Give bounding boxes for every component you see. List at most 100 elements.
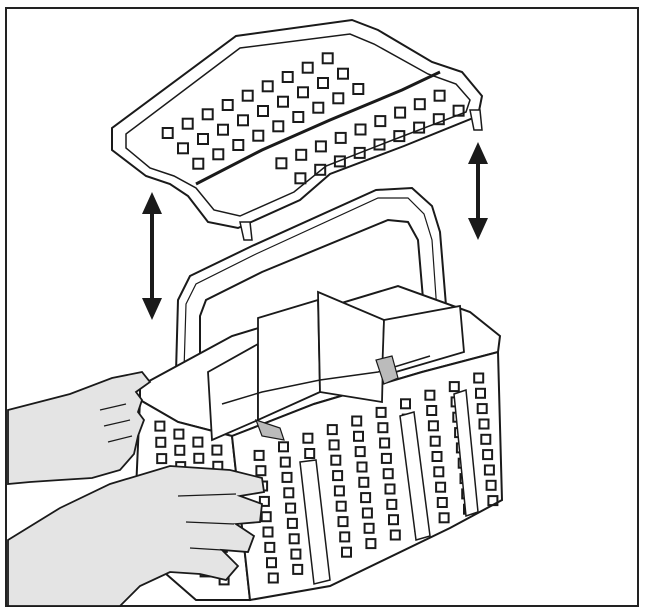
grid-hole (262, 526, 274, 538)
frame-border (5, 7, 639, 607)
lid-clip-right (469, 109, 483, 131)
grid-hole (337, 516, 349, 528)
grid-hole (253, 449, 265, 461)
grid-hole (429, 435, 441, 447)
grid-hole (241, 89, 254, 102)
grid-hole (252, 129, 265, 142)
grid-hole (436, 497, 448, 508)
grid-hole (356, 461, 368, 473)
basket-rib (453, 388, 479, 518)
grid-hole (174, 444, 186, 456)
grid-hole (281, 471, 293, 483)
grid-hole (312, 101, 325, 114)
grid-hole (388, 514, 399, 526)
grid-hole (394, 106, 407, 119)
grid-hole (258, 495, 270, 507)
grid-hole (260, 511, 272, 523)
grid-hole (201, 108, 214, 121)
grid-hole (361, 507, 373, 519)
grid-hole (448, 381, 460, 393)
grid-hole (374, 115, 387, 128)
grid-hole (257, 105, 269, 117)
grid-hole (393, 130, 406, 143)
grid-hole (334, 131, 347, 144)
grid-hole (365, 538, 377, 550)
grid-hole (221, 99, 234, 111)
grid-hole (360, 492, 372, 504)
grid-hole (438, 512, 450, 524)
grid-hole (297, 86, 309, 99)
grid-hole (278, 441, 289, 453)
grid-hole (281, 71, 294, 83)
basket-rib (299, 459, 331, 585)
grid-hole (192, 157, 205, 170)
grid-hole (326, 424, 338, 436)
grid-hole (485, 479, 497, 491)
grid-hole (433, 466, 445, 478)
grid-hole (301, 61, 314, 74)
grid-hole (156, 453, 168, 465)
grid-hole (400, 398, 411, 410)
grid-hole (154, 420, 166, 432)
grid-hole (277, 95, 289, 108)
grid-hole (335, 500, 347, 512)
grid-hole (480, 433, 492, 445)
grid-hole (352, 83, 365, 95)
grid-hole (193, 452, 205, 464)
grid-hole (290, 548, 302, 560)
grid-hole (279, 456, 291, 468)
grid-hole (353, 430, 364, 442)
grid-hole (473, 372, 485, 384)
grid-hole (197, 133, 209, 145)
grid-hole (482, 449, 494, 461)
grid-hole (351, 415, 363, 427)
grid-hole (427, 420, 439, 432)
grid-hole (330, 454, 342, 466)
grid-hole (292, 111, 305, 123)
grid-hole (211, 444, 223, 456)
grid-hole (353, 146, 366, 159)
grid-hole (181, 117, 194, 130)
grid-hole (266, 557, 277, 569)
grid-hole (264, 541, 276, 553)
grid-hole (380, 452, 392, 464)
grid-hole (314, 140, 327, 153)
grid-hole (283, 487, 295, 499)
double-arrow-icon (468, 142, 488, 240)
basket-lid[interactable] (111, 18, 484, 241)
grid-hole (432, 113, 445, 126)
grid-hole (426, 405, 438, 416)
grid-hole (354, 123, 367, 136)
grid-hole (487, 495, 499, 507)
lid-grid (161, 52, 465, 185)
grid-hole (295, 148, 308, 161)
grid-hole (358, 476, 370, 488)
grid-hole (288, 533, 300, 545)
grid-hole (339, 531, 351, 543)
grid-hole (302, 432, 314, 444)
grid-hole (155, 436, 167, 448)
lid-clip-left (239, 221, 253, 241)
grid-hole (261, 80, 274, 93)
grid-hole (377, 422, 389, 434)
grid-hole (475, 387, 486, 399)
grid-hole (386, 498, 398, 510)
grid-hole (285, 502, 297, 514)
grid-hole (375, 406, 387, 418)
grid-hole (332, 92, 345, 105)
left-hand-upper (7, 371, 152, 485)
grid-hole (328, 439, 340, 451)
grid-hole (255, 465, 267, 477)
grid-hole (161, 127, 174, 139)
grid-hole (333, 155, 346, 168)
left-hand-lower (7, 465, 266, 607)
basket-rib (399, 411, 431, 541)
grid-hole (292, 563, 304, 575)
grid-hole (363, 522, 375, 534)
grid-hole (173, 428, 185, 440)
lid-center-seam (195, 70, 441, 186)
grid-hole (237, 114, 249, 127)
lid-outline-inner (125, 33, 471, 217)
